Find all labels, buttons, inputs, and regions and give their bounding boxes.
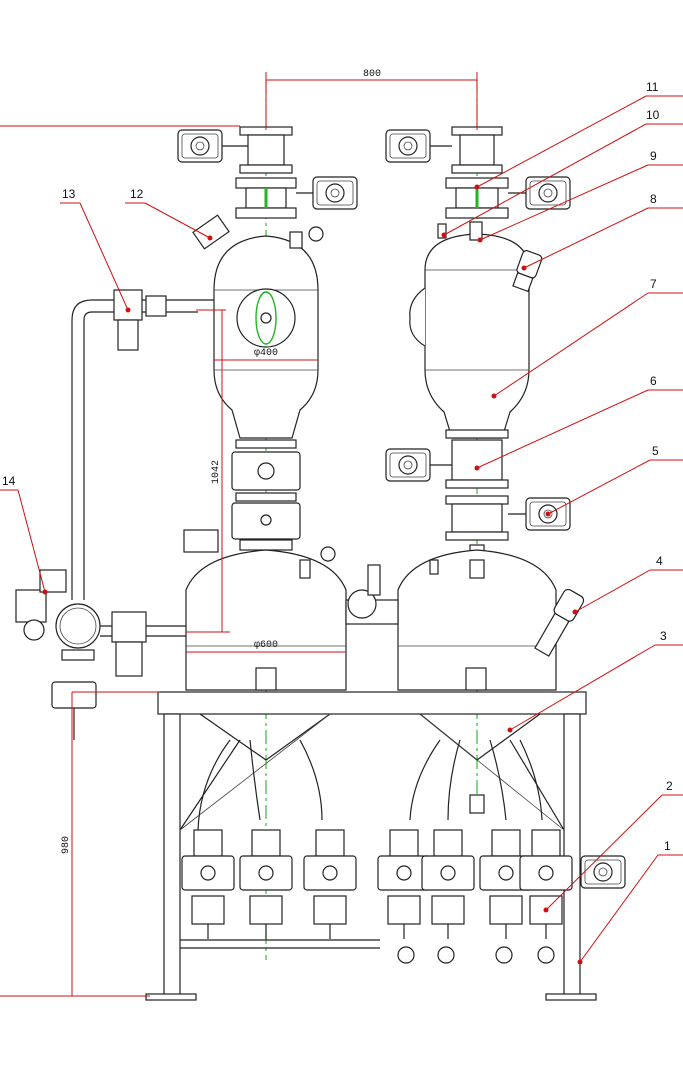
left-top-actuator [177, 129, 223, 163]
left-top-flanges [235, 126, 297, 219]
callout-7: 7 [650, 277, 657, 291]
left-upper-tank [192, 214, 324, 439]
dimension-lower-diameter: φ600 [254, 640, 278, 651]
callout-8: 8 [650, 192, 657, 206]
callout-10: 10 [646, 108, 660, 122]
left-piping [15, 289, 214, 740]
left-side-actuator [312, 176, 358, 210]
callout-11: 11 [646, 80, 659, 94]
dimension-upper-diameter: φ400 [254, 348, 278, 359]
center-connection-valve [345, 564, 399, 625]
callout-3: 3 [660, 629, 667, 643]
right-lower-tank [397, 549, 585, 691]
callout-12: 12 [130, 187, 144, 201]
left-middle-valves [231, 439, 301, 551]
callout-4: 4 [656, 554, 663, 568]
frame-side-actuator [580, 855, 626, 889]
right-middle-actuator-left [385, 448, 431, 482]
callout-1: 1 [664, 839, 671, 853]
callout-5: 5 [652, 444, 659, 458]
right-top-actuator [385, 129, 431, 163]
callout-9: 9 [650, 149, 657, 163]
callout-14: 14 [2, 474, 16, 488]
callout-leaders [0, 95, 683, 965]
left-lower-tank [183, 529, 347, 691]
bottom-valves [181, 829, 573, 964]
right-side-actuator [525, 176, 571, 210]
callout-13: 13 [62, 187, 76, 201]
dimension-total-height: 980 [61, 836, 72, 854]
callout-6: 6 [650, 374, 657, 388]
outlet-pipes [197, 739, 543, 831]
dimension-upper-height: 1042 [211, 460, 222, 484]
callout-2: 2 [666, 779, 673, 793]
right-middle-valves [445, 429, 509, 566]
dimension-lines [0, 72, 478, 997]
right-top-flanges [445, 126, 509, 219]
dimension-top-spacing: 800 [363, 69, 381, 80]
support-frame [145, 691, 597, 1001]
right-upper-tank [409, 221, 543, 439]
